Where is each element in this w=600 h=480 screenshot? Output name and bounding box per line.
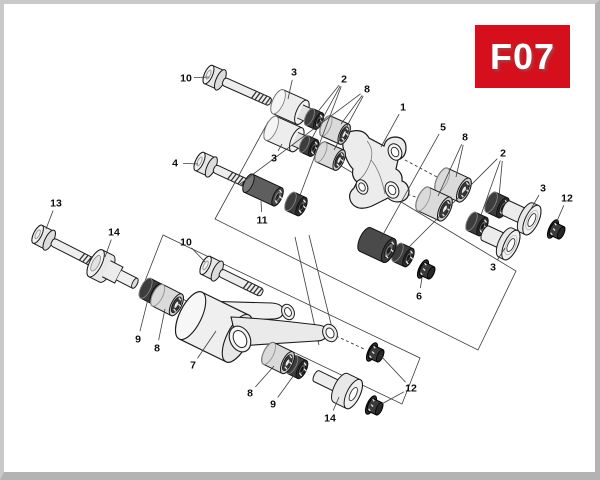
callout-leader-line: [315, 84, 340, 115]
callout-leader-line: [310, 85, 341, 141]
flange-nut-12a: [546, 219, 566, 240]
bushing-8e: [261, 341, 295, 375]
callout-leader-line: [182, 162, 199, 165]
callout-leader-line: [556, 205, 565, 222]
callout-label-12: 12: [405, 383, 417, 395]
callout-leader-line: [496, 247, 506, 261]
callout-leader-line: [255, 365, 275, 388]
callout-label-14: 14: [324, 413, 336, 425]
bolt-4: [193, 151, 248, 187]
callout-label-8: 8: [247, 388, 253, 400]
callout-leader-line: [158, 308, 166, 341]
callout-leader-line: [332, 396, 340, 411]
callout-label-12: 12: [561, 193, 573, 205]
callout-leader-line: [530, 194, 540, 210]
step-bushing-3c: [501, 200, 542, 236]
axis-dashed-line: [404, 159, 438, 178]
rocker-bracket-1: [342, 130, 410, 209]
callout-label-2: 2: [500, 148, 506, 160]
callout-label-3: 3: [271, 153, 277, 165]
callout-leader-line: [197, 330, 217, 359]
callout-label-8: 8: [462, 132, 468, 144]
callout-label-10: 10: [180, 73, 192, 85]
callout-label-9: 9: [270, 399, 276, 411]
alignment-line: [308, 234, 334, 333]
callout-leader-line: [406, 158, 498, 250]
bearing-2f: [391, 242, 415, 268]
page-code-badge: F07: [475, 25, 570, 88]
callout-leader-line: [193, 76, 210, 79]
callout-label-8: 8: [154, 343, 160, 355]
callout-leader-line: [333, 95, 364, 151]
callout-leader-line: [380, 113, 400, 148]
callout-leader-line: [379, 354, 406, 383]
step-spacer-14a: [86, 249, 139, 289]
bushing-5: [357, 227, 397, 263]
callout-leader-line: [419, 277, 423, 289]
bushing-8f: [150, 283, 184, 317]
callout-label-4: 4: [172, 158, 178, 170]
callout-label-8: 8: [364, 84, 370, 96]
page-code-label: F07: [489, 35, 556, 77]
callout-leader-line: [480, 160, 501, 216]
flange-nut-6: [416, 259, 436, 280]
callout-leader-line: [139, 298, 149, 332]
callout-leader-line: [191, 247, 206, 263]
bushing-3b: [263, 115, 310, 153]
callout-label-2: 2: [341, 74, 347, 86]
callout-leader-line: [260, 200, 262, 213]
assembly-panel-1: [214, 121, 517, 351]
callout-leader-line: [379, 133, 440, 241]
callout-label-3: 3: [291, 67, 297, 79]
callout-leader-line: [455, 144, 464, 178]
callout-leader-line: [277, 143, 283, 152]
callout-label-3: 3: [490, 262, 496, 274]
callout-leader-line: [298, 86, 342, 199]
bearing-2c: [284, 191, 308, 217]
bolt-10: [202, 64, 272, 106]
callout-label-3: 3: [540, 183, 546, 195]
callout-label-10: 10: [180, 237, 192, 249]
callout-label-9: 9: [135, 334, 141, 346]
step-bushing-3d: [480, 225, 521, 261]
flange-nut-12b: [365, 342, 385, 363]
callout-label-13: 13: [50, 198, 62, 210]
callout-leader-line: [377, 391, 405, 407]
callout-leader-line: [104, 239, 112, 258]
callout-label-1: 1: [400, 102, 406, 114]
callout-label-11: 11: [256, 215, 267, 227]
bolt-13: [31, 224, 100, 269]
spacer-11: [242, 173, 284, 207]
bearing-2e: [465, 211, 489, 237]
callout-label-7: 7: [190, 360, 196, 372]
callout-label-14: 14: [108, 227, 120, 239]
assembly-panel-2: [144, 234, 421, 405]
flange-nut-12c: [364, 395, 384, 416]
bolt-10b: [199, 255, 264, 297]
step-spacer-14b: [312, 370, 363, 410]
callout-leader-line: [277, 374, 295, 398]
callout-leader-line: [340, 95, 363, 125]
callout-leader-line: [287, 79, 293, 100]
axis-dashed-line: [335, 335, 365, 350]
callout-label-6: 6: [416, 291, 422, 303]
bushing-8b: [314, 141, 346, 171]
callout-leader-line: [437, 144, 463, 197]
callout-label-5: 5: [440, 122, 446, 134]
linkage-arm-7: [174, 291, 338, 363]
callout-leader-line: [498, 160, 503, 198]
callout-leader-line: [45, 210, 54, 230]
callout-leader-line: [239, 93, 361, 185]
bearing-2b: [298, 135, 320, 157]
